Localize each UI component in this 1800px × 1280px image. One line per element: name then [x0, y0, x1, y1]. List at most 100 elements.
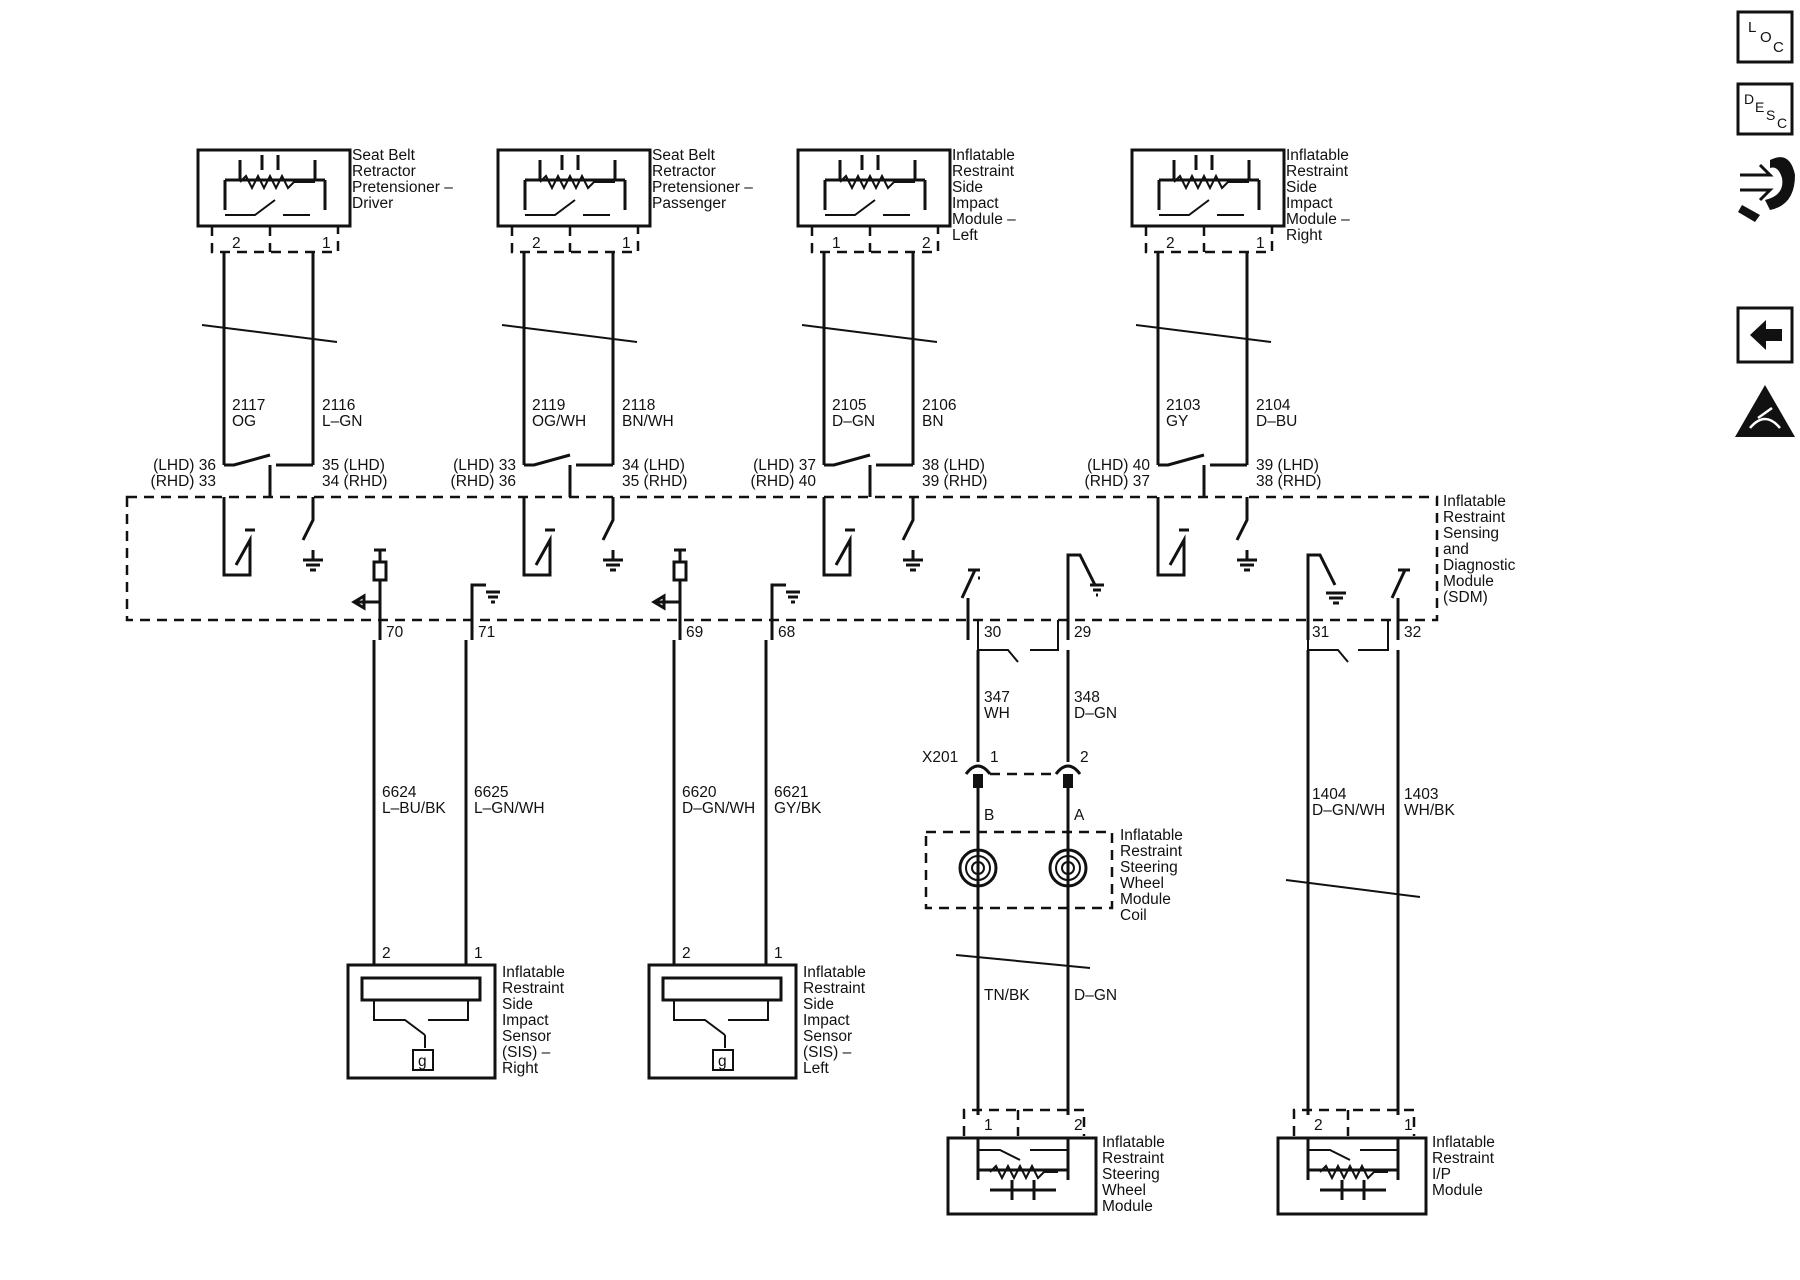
terminal-number: 2: [1314, 1117, 1323, 1134]
terminal-number: 2: [1166, 235, 1175, 252]
terminal-number: 1: [990, 749, 999, 766]
sdm-internal-switches: [222, 453, 1257, 577]
sdm-pin: 34 (LHD): [622, 457, 685, 474]
terminal-number: 1: [832, 235, 841, 252]
circuit-number: 347: [984, 689, 1010, 706]
sdm-label-6: Module: [1443, 573, 1494, 590]
coil-label-3: Steering: [1120, 859, 1178, 876]
steering-module-label-1: Inflatable: [1102, 1134, 1165, 1151]
steering-module-label-3: Steering: [1102, 1166, 1160, 1183]
terminal-number: 1: [622, 235, 631, 252]
side-module-right-label-3: Side: [1286, 179, 1317, 196]
terminal-number: 2: [682, 945, 691, 962]
wire-color: L–BU/BK: [382, 800, 446, 817]
sdm-label-5: Diagnostic: [1443, 557, 1516, 574]
circuit-number: 6620: [682, 784, 717, 801]
sdm-label-3: Sensing: [1443, 525, 1499, 542]
sdm-label-1: Inflatable: [1443, 493, 1506, 510]
side-impact-module-right: [1130, 148, 1286, 254]
wire-color: GY: [1166, 413, 1188, 430]
esd-warning-icon: [1735, 385, 1795, 437]
terminal-number: 2: [232, 235, 241, 252]
sdm-pin: 31: [1312, 624, 1329, 641]
wire-color: L–GN: [322, 413, 363, 430]
wire-color: BN: [922, 413, 944, 430]
sdm-pin: 69: [686, 624, 703, 641]
sdm-pin: 39 (LHD): [1256, 457, 1319, 474]
circuit-number: 2103: [1166, 397, 1200, 414]
ip-module-label-2: Restraint: [1432, 1150, 1495, 1167]
side-module-left-label-6: Left: [952, 227, 979, 244]
side-impact-sensor-right: [346, 963, 497, 1080]
ip-module: [1276, 1108, 1428, 1216]
seatbelt-pretensioner-driver: [196, 148, 352, 254]
steering-wheel-coil: [924, 830, 1114, 910]
terminal-number: 1: [1256, 235, 1265, 252]
connector-x201: [964, 764, 1082, 788]
sdm-pin: 68: [778, 624, 795, 641]
seatbelt-driver-label-3: Pretensioner –: [352, 179, 453, 196]
circuit-number: 6621: [774, 784, 808, 801]
terminal-letter: A: [1074, 807, 1085, 824]
wire-color: WH/BK: [1404, 802, 1455, 819]
seatbelt-pretensioner-passenger: [496, 148, 652, 254]
side-module-left-label-1: Inflatable: [952, 147, 1015, 164]
circuit-number: 2106: [922, 397, 956, 414]
ip-module-label-1: Inflatable: [1432, 1134, 1495, 1151]
wire-color: BN/WH: [622, 413, 674, 430]
sdm-pin: 38 (LHD): [922, 457, 985, 474]
side-module-right-label-6: Right: [1286, 227, 1323, 244]
connector-hand-icon[interactable]: [1738, 157, 1795, 222]
wire-color: L–GN/WH: [474, 800, 545, 817]
sdm-pin: 38 (RHD): [1256, 473, 1321, 490]
desc-icon[interactable]: D E S C: [1736, 82, 1794, 136]
sdm-module: [125, 453, 1439, 640]
wire-color: D–GN: [1074, 705, 1117, 722]
sdm-pin: 39 (RHD): [922, 473, 987, 490]
circuit-number: 6625: [474, 784, 508, 801]
loc-icon[interactable]: L O C: [1736, 10, 1794, 64]
ip-module-label-3: I/P: [1432, 1166, 1451, 1183]
circuit-number: 2119: [532, 397, 565, 414]
wire-color: D–GN: [832, 413, 875, 430]
sis-right-label-4: Impact: [502, 1012, 549, 1029]
sis-right-label-7: Right: [502, 1060, 539, 1077]
terminal-number: 2: [382, 945, 391, 962]
sdm-label-2: Restraint: [1443, 509, 1506, 526]
seatbelt-passenger-label-1: Seat Belt: [652, 147, 716, 164]
sis-left-label-6: (SIS) –: [803, 1044, 852, 1061]
seatbelt-driver-label-1: Seat Belt: [352, 147, 416, 164]
steering-wheel-module: [946, 1108, 1098, 1216]
sdm-pin: (LHD) 37: [753, 457, 816, 474]
seatbelt-driver-label-2: Retractor: [352, 163, 416, 180]
sis-left-label-3: Side: [803, 996, 834, 1013]
side-module-left-label-5: Module –: [952, 211, 1016, 228]
sdm-label-7: (SDM): [1443, 589, 1488, 606]
seatbelt-driver-label-4: Driver: [352, 195, 393, 212]
sdm-pin: 35 (LHD): [322, 457, 385, 474]
wire-color: D–GN/WH: [682, 800, 755, 817]
sis-left-label-2: Restraint: [803, 980, 866, 997]
back-arrow-icon[interactable]: [1736, 306, 1794, 364]
side-module-left-label-2: Restraint: [952, 163, 1015, 180]
terminal-number: 2: [1080, 749, 1089, 766]
circuit-number: 6624: [382, 784, 417, 801]
sdm-pin: 29: [1074, 624, 1091, 641]
desc-icon-letter: E: [1755, 99, 1764, 115]
sis-left-label-7: Left: [803, 1060, 830, 1077]
wire-color: GY/BK: [774, 800, 822, 817]
circuit-number: 2118: [622, 397, 655, 414]
sis-right-label-2: Restraint: [502, 980, 565, 997]
coil-label-2: Restraint: [1120, 843, 1183, 860]
wire-color: OG: [232, 413, 256, 430]
sis-right-label-3: Side: [502, 996, 533, 1013]
loc-icon-letter: C: [1773, 39, 1784, 56]
sdm-pin: (LHD) 36: [153, 457, 216, 474]
circuit-number: 2117: [232, 397, 265, 414]
wire-color: TN/BK: [984, 987, 1030, 1004]
steering-module-label-2: Restraint: [1102, 1150, 1165, 1167]
sdm-pin: 70: [386, 624, 404, 641]
loc-icon-letter: O: [1760, 29, 1772, 46]
seatbelt-passenger-label-3: Pretensioner –: [652, 179, 753, 196]
